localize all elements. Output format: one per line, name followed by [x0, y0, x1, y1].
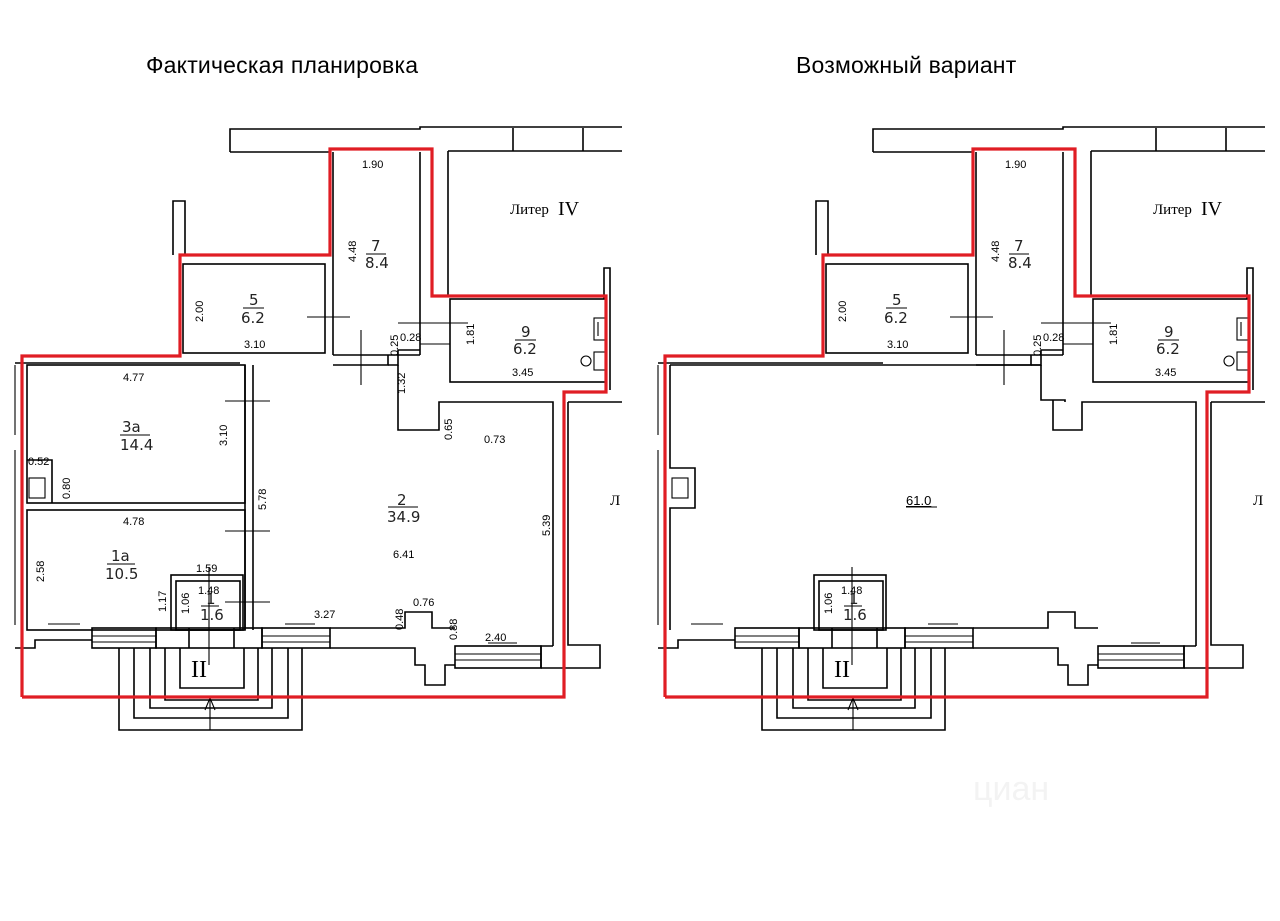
dim-label: 1.81 — [1108, 324, 1120, 345]
room-number: 2 — [397, 491, 407, 509]
room-5-walls — [825, 263, 969, 354]
room-number: 1 — [206, 590, 216, 608]
room-area: 14.4 — [120, 436, 153, 454]
room-area: 6.2 — [241, 309, 265, 327]
dim-label: 0.88 — [448, 619, 460, 640]
left-labels: 1.90 4.48 7 8.4 2.00 5 6.2 3.10 1.81 9 6… — [28, 159, 620, 683]
dim-label: 2.00 — [194, 301, 206, 322]
dim-label: 4.77 — [123, 372, 144, 384]
top-corridor-walls — [872, 126, 1265, 153]
dim-label: 1.48 — [841, 585, 862, 597]
watermark: циан — [973, 770, 1049, 808]
top-corridor-walls — [229, 126, 622, 153]
room-number: 5 — [892, 291, 902, 309]
dim-label: 0.80 — [61, 478, 73, 499]
dim-label: 0.28 — [400, 332, 421, 344]
room-area: 1.6 — [843, 606, 867, 624]
room-area: 8.4 — [1008, 254, 1032, 272]
dim-label: 3.45 — [1155, 367, 1176, 379]
dim-label: 3.10 — [887, 339, 908, 351]
room-7-walls — [332, 151, 449, 355]
liter-label: Литер — [510, 202, 549, 218]
entrance-label: II — [191, 657, 207, 683]
room-area: 8.4 — [365, 254, 389, 272]
outer-left-wall — [14, 362, 270, 631]
dim-label: 0.76 — [413, 597, 434, 609]
dim-label: 6.41 — [393, 549, 414, 561]
dim-label: 0.25 — [389, 335, 401, 356]
dim-label: 4.48 — [990, 241, 1002, 262]
dim-label: 0.25 — [1032, 335, 1044, 356]
room-5-walls — [182, 263, 326, 354]
facade-walls — [658, 401, 1265, 686]
liter-cut-label: Л — [610, 493, 620, 509]
merged-area-label: 61.0 — [906, 493, 931, 508]
liter-number: IV — [1201, 198, 1223, 220]
dim-label: 1.48 — [198, 585, 219, 597]
entrance-label: II — [834, 657, 850, 683]
entrance-steps — [761, 648, 946, 731]
liter-number: IV — [558, 198, 580, 220]
room-number: 9 — [1164, 323, 1174, 341]
right-labels: 1.90 4.48 7 8.4 2.00 5 6.2 3.10 1.81 9 6… — [823, 159, 1263, 808]
pillar — [172, 200, 186, 255]
dim-label: 0.65 — [443, 419, 455, 440]
room-7-walls — [975, 151, 1092, 355]
liter-cut-label: Л — [1253, 493, 1263, 509]
open-space-walls — [657, 362, 1041, 630]
title-actual-layout: Фактическая планировка — [146, 52, 419, 78]
room-area: 34.9 — [387, 508, 420, 526]
dim-label: 4.48 — [347, 241, 359, 262]
dim-label: 1.81 — [465, 324, 477, 345]
room-area: 6.2 — [1156, 340, 1180, 358]
dim-label: 3.10 — [218, 425, 230, 446]
dim-label: 5.39 — [541, 515, 553, 536]
dim-label: 0.28 — [1043, 332, 1064, 344]
dim-label: 1.59 — [196, 563, 217, 575]
room-number: 3а — [122, 418, 141, 436]
dim-label: 3.45 — [512, 367, 533, 379]
dim-label: 2.58 — [35, 561, 47, 582]
title-possible-variant: Возможный вариант — [796, 52, 1017, 78]
dim-label: 0.73 — [484, 434, 505, 446]
dim-label: 2.00 — [837, 301, 849, 322]
dim-label: 1.06 — [823, 593, 835, 614]
entrance-steps — [118, 648, 303, 731]
dim-label: 0.48 — [394, 609, 406, 630]
dim-label: 3.27 — [314, 609, 335, 621]
room-area: 6.2 — [884, 309, 908, 327]
dim-label: 2.40 — [485, 632, 506, 644]
dim-label: 1.17 — [157, 591, 169, 612]
corridor-walls — [333, 330, 554, 646]
left-floor-plan: 1.90 4.48 7 8.4 2.00 5 6.2 3.10 1.81 9 6… — [14, 126, 622, 731]
pillar — [815, 200, 829, 255]
room-area: 1.6 — [200, 606, 224, 624]
liter-label: Литер — [1153, 202, 1192, 218]
room-9-walls — [1041, 267, 1254, 390]
facade-walls — [15, 401, 622, 686]
room-9-walls — [398, 267, 611, 390]
room-area: 10.5 — [105, 565, 138, 583]
dim-label: 1.06 — [180, 593, 192, 614]
dim-label: 3.10 — [244, 339, 265, 351]
right-floor-plan: 1.90 4.48 7 8.4 2.00 5 6.2 3.10 1.81 9 6… — [657, 126, 1265, 808]
dim-label: 1.32 — [396, 373, 408, 394]
dim-label: 0.52 — [28, 456, 49, 468]
boundary-line-right — [663, 147, 1251, 699]
room-number: 1 — [849, 590, 859, 608]
room-number: 7 — [371, 237, 381, 255]
room-area: 6.2 — [513, 340, 537, 358]
room-number: 1а — [111, 547, 130, 565]
dim-label: 1.90 — [1005, 159, 1026, 171]
dim-label: 4.78 — [123, 516, 144, 528]
room-1-walls — [170, 567, 268, 665]
dim-label: 1.90 — [362, 159, 383, 171]
boundary-line-left — [20, 147, 608, 699]
room-1-walls — [813, 567, 887, 665]
room-number: 9 — [521, 323, 531, 341]
dim-label: 5.78 — [257, 489, 269, 510]
room-number: 7 — [1014, 237, 1024, 255]
room-number: 5 — [249, 291, 259, 309]
